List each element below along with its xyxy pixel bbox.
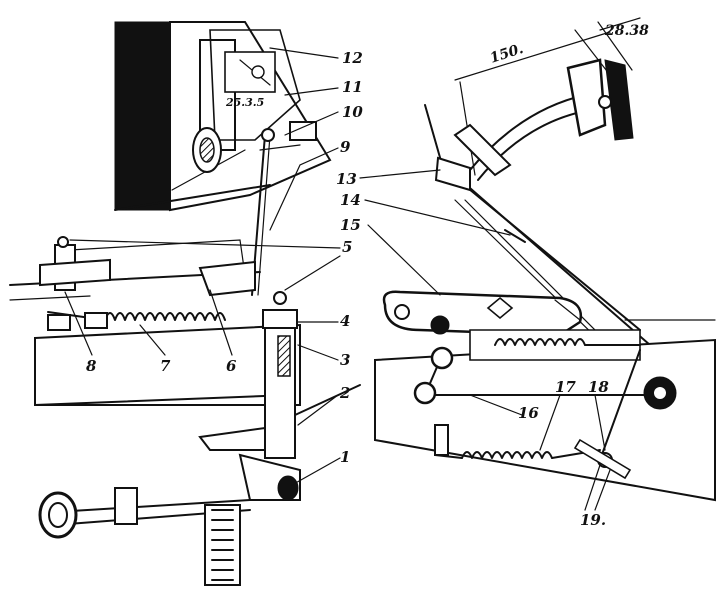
callout-5: 5 [342, 238, 352, 256]
dimension-150: 150. [488, 41, 525, 67]
inset-label: 25.3.5 [225, 96, 264, 109]
callout-15: 15 [340, 216, 361, 234]
right-view: 150. 28.38 [340, 17, 716, 529]
callout-16: 16 [518, 404, 539, 422]
bell-crank [382, 290, 583, 337]
dimension-28-38: 28.38 [604, 23, 649, 39]
callout-4: 4 [340, 312, 350, 330]
callout-9: 9 [340, 138, 351, 156]
left-view: 12 11 10 9 13 5 4 3 2 1 8 7 6 25.3.5 [9, 21, 363, 586]
callout-2: 2 [339, 384, 350, 402]
callout-13-left: 13 [336, 170, 357, 188]
linkage-rod [413, 346, 677, 480]
left-leader-lines [64, 47, 341, 486]
callout-19: 19. [580, 511, 606, 529]
callout-6: 6 [226, 357, 237, 375]
callout-8: 8 [86, 357, 97, 375]
callout-10: 10 [342, 103, 363, 121]
callout-18: 18 [588, 378, 609, 396]
right-leader-lines [359, 169, 611, 511]
callout-14: 14 [340, 191, 361, 209]
callout-11: 11 [342, 78, 363, 96]
upper-spring [494, 338, 641, 346]
return-spring [47, 311, 226, 331]
body-panel [374, 329, 716, 502]
callout-7: 7 [160, 357, 171, 375]
pedal-lever [38, 487, 251, 586]
callout-1: 1 [340, 448, 350, 466]
callout-12: 12 [342, 49, 363, 67]
callout-17: 17 [555, 378, 576, 396]
pedal-column [198, 291, 361, 501]
cross-shaft [9, 236, 261, 301]
engine-housing [114, 21, 332, 212]
callout-3: 3 [340, 351, 350, 369]
frame-rail [34, 323, 301, 406]
accelerator-pedal-arm [453, 58, 634, 181]
